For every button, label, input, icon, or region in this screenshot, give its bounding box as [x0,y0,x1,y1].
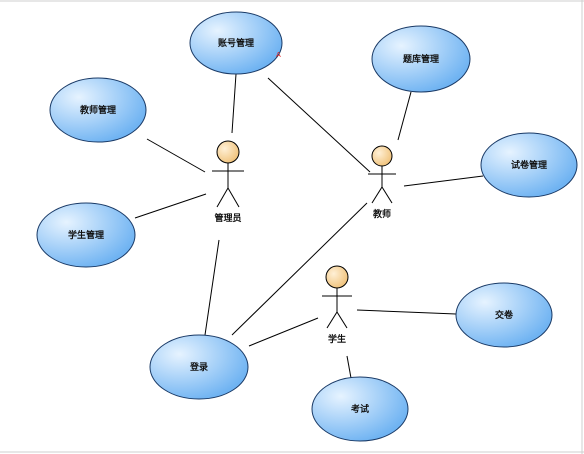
use-case-paper-mgmt[interactable]: 试卷管理 [480,132,578,198]
actor-teacher-label: 教师 [372,208,391,220]
actor-admin-label: 管理员 [214,212,241,224]
assoc-admin-login [204,239,220,336]
assoc-admin-account [231,73,237,134]
assoc-teacher-login [231,202,368,336]
use-case-paper-mgmt-label: 试卷管理 [511,159,547,171]
assoc-student-exam [346,355,352,379]
actor-student-label: 学生 [328,333,346,345]
actor-teacher-head [371,145,393,167]
actor-student-head [325,265,349,289]
assoc-teacher-account [267,77,371,173]
actor-admin[interactable]: 管理员 [212,140,244,224]
assoc-student-submit [356,309,457,315]
use-case-question-bank[interactable]: 题库管理 [371,25,471,93]
actor-teacher[interactable]: 教师 [368,145,396,220]
use-case-student-mgmt-label: 学生管理 [68,229,104,241]
use-case-teacher-mgmt[interactable]: 教师管理 [49,77,147,143]
use-case-account-label: 账号管理 [218,37,254,49]
actor-student[interactable]: 学生 [322,265,352,345]
assoc-teacher-paper-mgmt [403,175,484,187]
use-case-submit[interactable]: 交卷 [455,282,553,348]
assoc-admin-teacher-mgmt [146,138,206,173]
assoc-admin-student-mgmt [134,193,207,219]
assoc-student-login [248,317,319,347]
marker-glyph: A [276,51,281,59]
actor-admin-head [216,140,240,164]
use-case-account[interactable]: 账号管理 [189,11,283,75]
use-case-student-mgmt[interactable]: 学生管理 [36,202,136,268]
use-case-submit-label: 交卷 [495,309,514,321]
associations [134,73,484,379]
use-case-teacher-mgmt-label: 教师管理 [79,104,116,116]
assoc-teacher-question-bank [397,91,412,141]
use-case-login-label: 登录 [189,361,208,373]
use-case-exam-label: 考试 [351,403,369,415]
use-case-question-bank-label: 题库管理 [402,53,439,65]
use-case-exam[interactable]: 考试 [311,376,409,442]
use-case-login[interactable]: 登录 [149,334,249,400]
